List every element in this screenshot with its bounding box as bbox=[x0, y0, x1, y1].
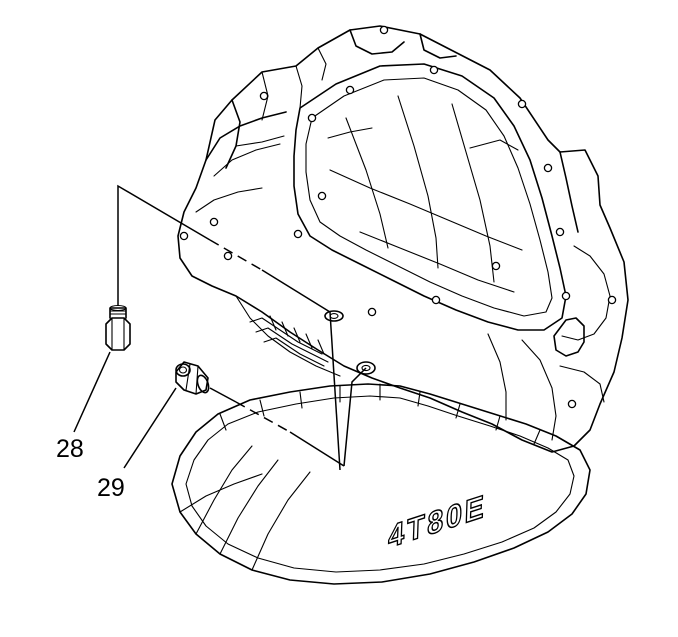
transmission-case bbox=[177, 25, 629, 453]
callout-28: 28 bbox=[56, 435, 84, 463]
plug-28 bbox=[105, 304, 131, 351]
leader-lines bbox=[73, 184, 367, 471]
case-casting-text: 4T80E bbox=[388, 487, 488, 555]
callout-29: 29 bbox=[97, 474, 125, 502]
plug-29 bbox=[175, 361, 210, 395]
oil-pan: 4T80E bbox=[171, 383, 591, 585]
